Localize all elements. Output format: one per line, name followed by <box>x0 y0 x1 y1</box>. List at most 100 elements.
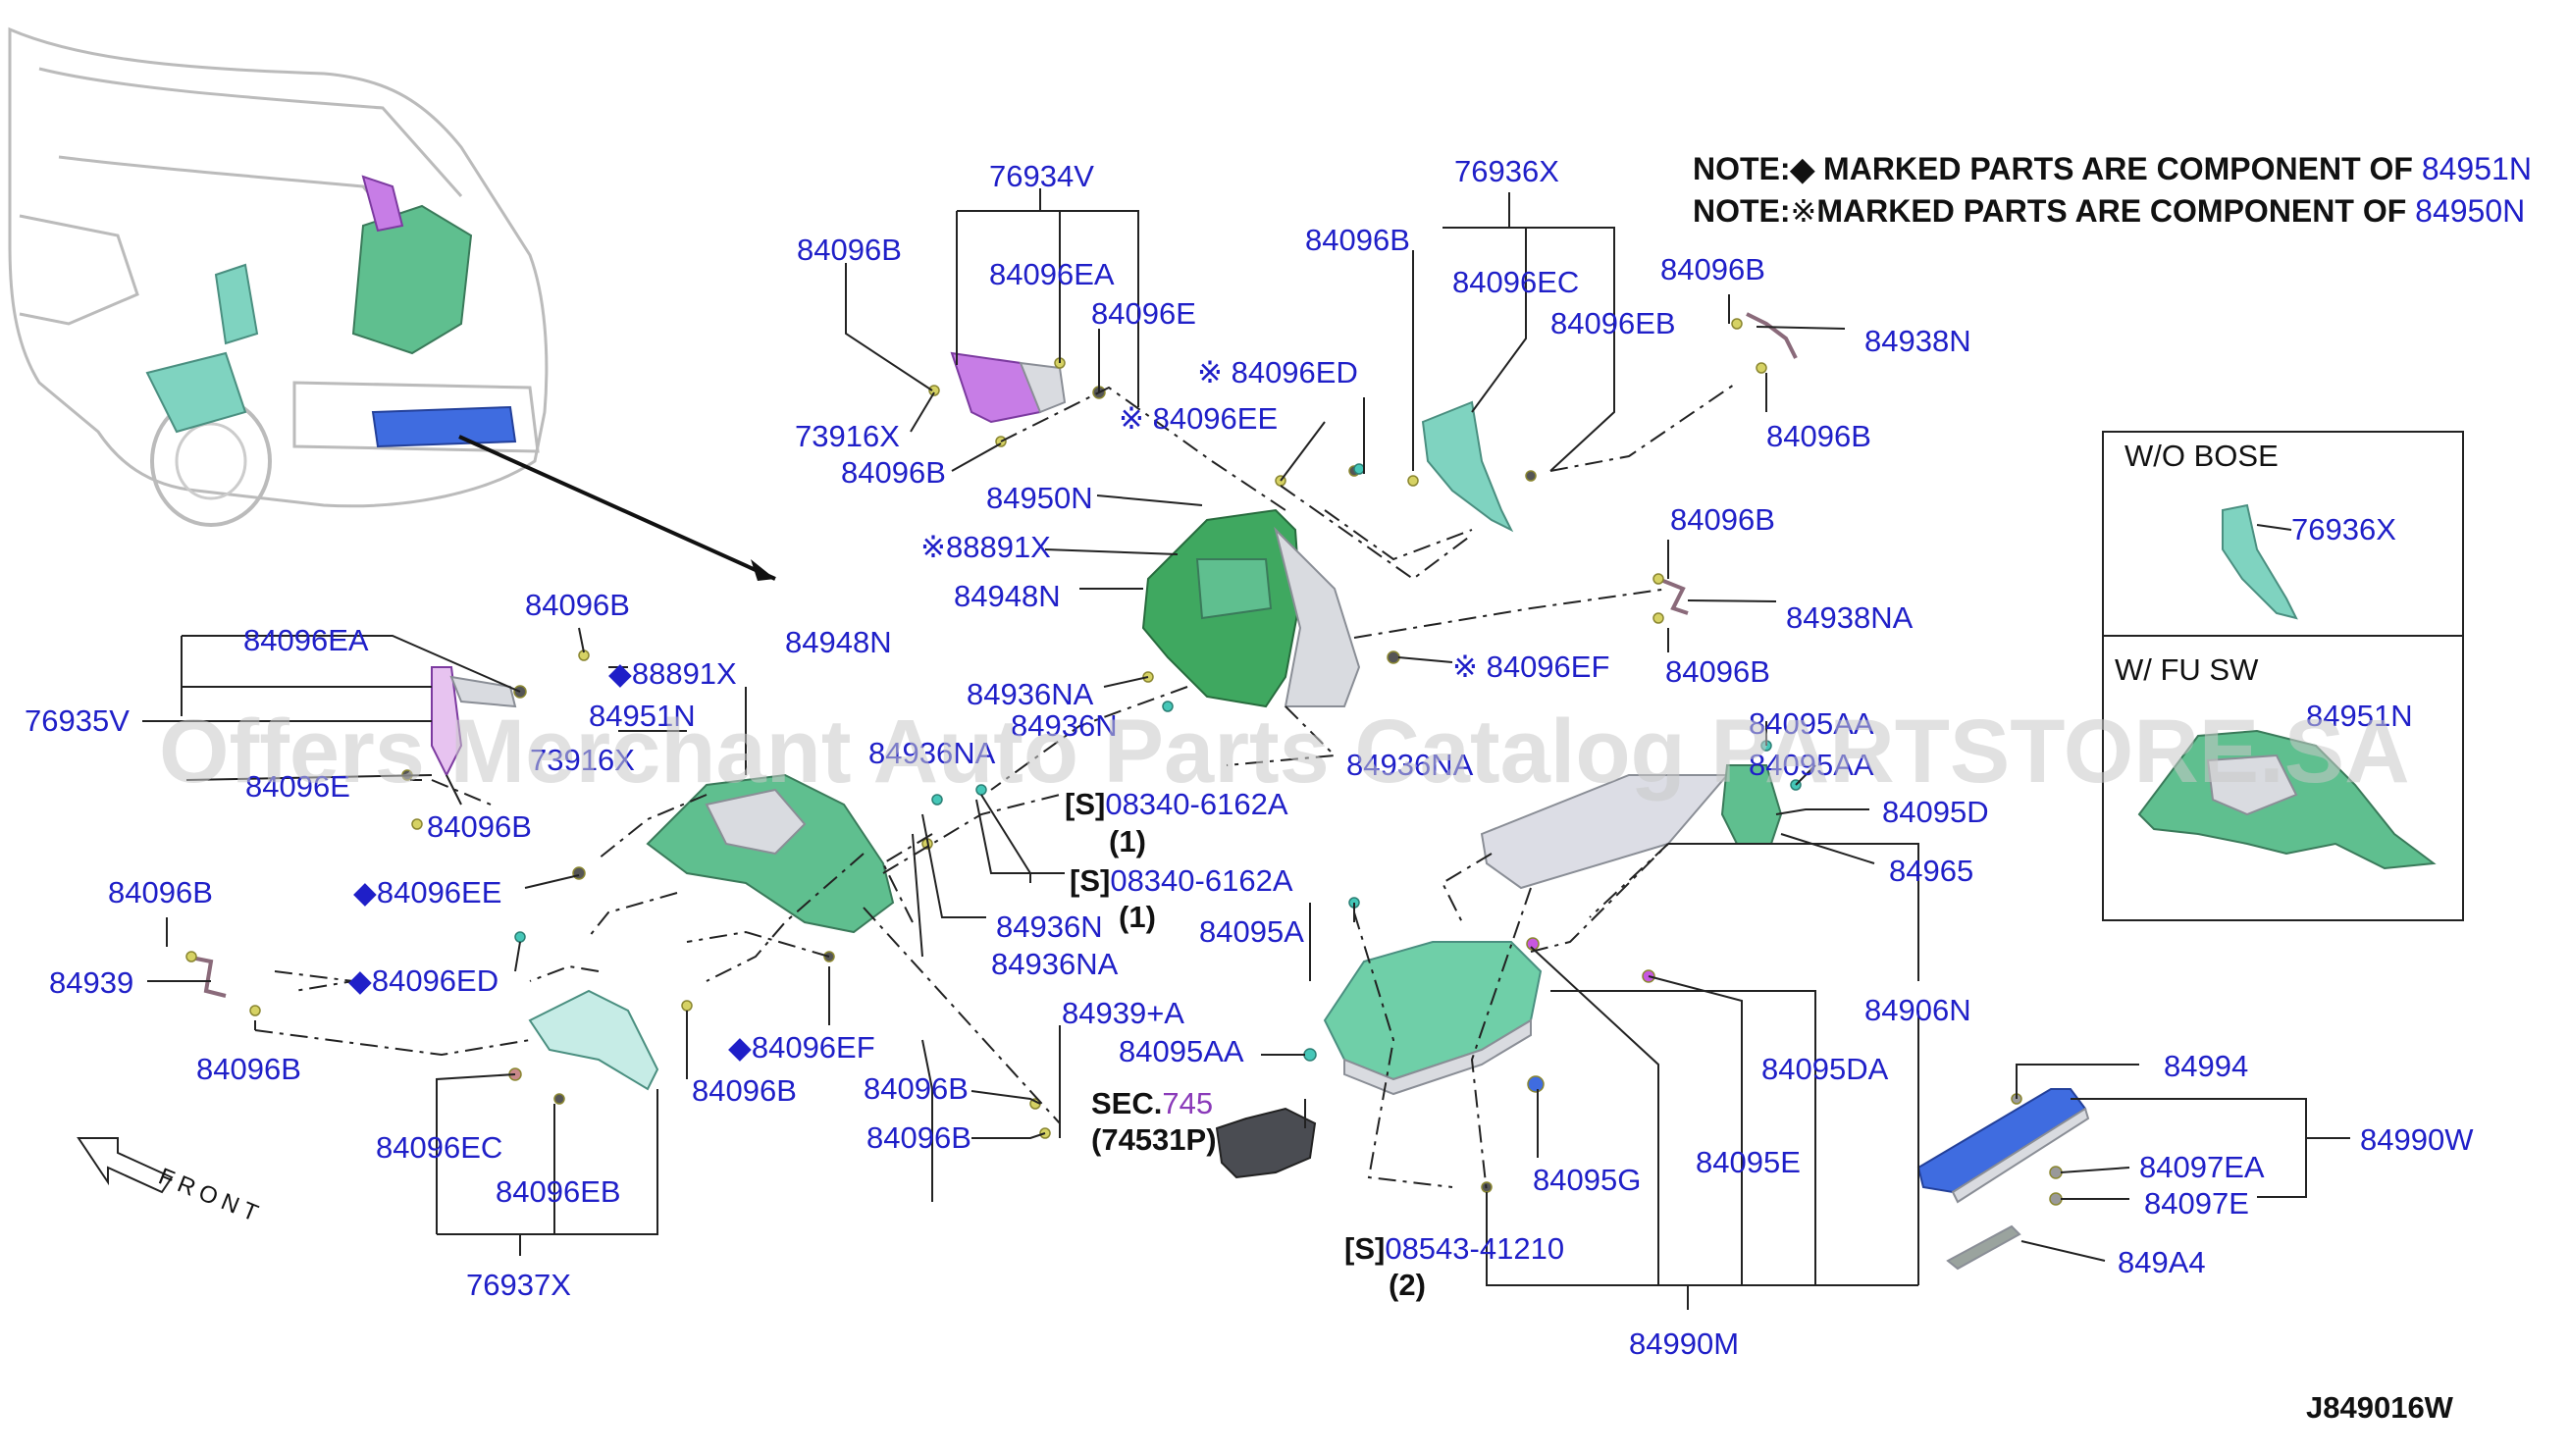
part-label[interactable]: 84095AA <box>1119 1034 1244 1068</box>
part-label[interactable]: 84095A <box>1199 914 1304 949</box>
part-label[interactable]: 84096EA <box>989 257 1115 291</box>
part-label[interactable]: 84936NA <box>991 947 1119 981</box>
part-label[interactable]: 84948N <box>785 625 892 659</box>
screw-part[interactable]: 08340-6162A <box>1110 863 1292 898</box>
part-label[interactable]: 84096B <box>427 809 532 844</box>
section-reference: SEC.745 (74531P) <box>1091 1086 1217 1157</box>
screw-qty: (1) <box>1119 900 1156 934</box>
part-label[interactable]: 84096B <box>1665 654 1770 689</box>
note-1-prefix: NOTE: <box>1693 151 1791 186</box>
inset-wo-bose-part: 76936X <box>2291 512 2396 546</box>
part-label[interactable]: 76936X <box>1454 154 1559 188</box>
part-label[interactable]: 84096E <box>1091 296 1196 331</box>
note-1: NOTE:◆ MARKED PARTS ARE COMPONENT OF 849… <box>1693 151 2532 186</box>
part-label[interactable]: 84096B <box>108 875 213 910</box>
part-label[interactable]: 84096B <box>864 1071 969 1106</box>
screw-part[interactable]: 08543-41210 <box>1385 1231 1564 1266</box>
part-label[interactable]: 84095AA <box>1749 706 1874 741</box>
part-label[interactable]: 84096B <box>866 1120 971 1155</box>
part-label[interactable]: 84906N <box>1864 993 1971 1027</box>
screw-qty: (2) <box>1389 1268 1426 1302</box>
leader-lines <box>142 188 2350 1310</box>
part-label[interactable]: 84939 <box>49 965 133 1000</box>
part-label[interactable]: 84096B <box>1660 252 1765 286</box>
part-labels: 76934V 84096B 84096EA 84096E 73916X 8409… <box>25 154 2474 1361</box>
part-76937X-trim <box>528 989 659 1091</box>
part-label[interactable]: 84096B <box>196 1052 301 1086</box>
screw-tag: [S] <box>1344 1231 1385 1266</box>
part-label[interactable]: 84097E <box>2144 1186 2249 1221</box>
part-label[interactable]: 84938NA <box>1786 600 1914 635</box>
part-label[interactable]: 84936N <box>1011 708 1118 743</box>
part-label[interactable]: 849A4 <box>2118 1245 2206 1279</box>
note-2-prefix: NOTE: <box>1693 193 1791 229</box>
part-label[interactable]: 84096EB <box>496 1174 621 1209</box>
part-label[interactable]: 84936NA <box>868 736 996 770</box>
part-label[interactable]: 76935V <box>25 703 130 738</box>
part-label[interactable]: 73916X <box>530 743 635 777</box>
screw-ref-3[interactable]: [S]08543-41210 <box>1344 1231 1564 1266</box>
screw-ref-2[interactable]: [S]08340-6162A <box>1070 863 1293 898</box>
part-84939-bracket <box>185 955 227 998</box>
part-label[interactable]: 73916X <box>795 419 900 453</box>
part-84990W-sill-plate <box>1916 1088 2090 1204</box>
part-label[interactable]: 84990W <box>2360 1122 2474 1157</box>
part-label[interactable]: ※ 84096ED <box>1197 355 1358 390</box>
part-label[interactable]: 84096B <box>841 455 946 490</box>
part-label[interactable]: 84939+A <box>1062 996 1184 1030</box>
part-label[interactable]: 84096EC <box>376 1130 502 1165</box>
part-label[interactable]: ※ 84096EE <box>1119 401 1278 436</box>
part-label[interactable]: 84096B <box>1670 502 1775 537</box>
part-label[interactable]: ◆84096EF <box>728 1030 875 1065</box>
part-label[interactable]: 84095E <box>1696 1145 1801 1179</box>
part-label[interactable]: 84095DA <box>1761 1052 1889 1086</box>
part-label[interactable]: 84965 <box>1889 854 1973 888</box>
part-74531P-cover <box>1215 1107 1317 1179</box>
part-label[interactable]: 84096EA <box>243 623 369 657</box>
note-2-part[interactable]: 84950N <box>2415 193 2525 229</box>
part-label[interactable]: 84990M <box>1629 1326 1739 1361</box>
sec-ref[interactable]: SEC.745 <box>1091 1086 1213 1120</box>
part-label[interactable]: ◆84096EE <box>353 875 501 910</box>
diagram-code: J849016W <box>2306 1390 2454 1425</box>
part-label[interactable]: 84097EA <box>2139 1150 2265 1184</box>
part-849A4-strip <box>1946 1224 2021 1271</box>
part-label[interactable]: 84936NA <box>1346 748 1474 782</box>
part-label[interactable]: 84095D <box>1882 795 1989 829</box>
screw-ref-1[interactable]: [S]08340-6162A <box>1065 787 1288 821</box>
part-label[interactable]: 84096E <box>245 769 350 804</box>
part-label[interactable]: 84951N <box>589 699 696 733</box>
screw-part[interactable]: 08340-6162A <box>1105 787 1287 821</box>
vehicle-overview-illustration <box>8 26 549 527</box>
part-label[interactable]: 84994 <box>2164 1049 2248 1083</box>
part-label[interactable]: 84936N <box>996 910 1103 944</box>
part-label[interactable]: 84096B <box>1305 223 1410 257</box>
part-label[interactable]: 84096B <box>797 233 902 267</box>
sec-number[interactable]: 745 <box>1162 1086 1213 1120</box>
part-label[interactable]: 84948N <box>954 579 1061 613</box>
sec-prefix: SEC. <box>1091 1086 1162 1120</box>
part-label[interactable]: 84096EC <box>1452 265 1579 299</box>
part-label[interactable]: 84095AA <box>1749 748 1874 782</box>
assembly-lines <box>254 382 1738 1193</box>
part-label[interactable]: 76934V <box>989 159 1094 193</box>
part-label[interactable]: ◆88891X <box>608 656 737 691</box>
part-label[interactable]: 84096B <box>692 1073 797 1108</box>
inset-panels: W/O BOSE 76936X W/ FU SW 84951N <box>2102 431 2464 921</box>
screw-tag: [S] <box>1065 787 1105 821</box>
note-2-symbol: ※ <box>1791 193 1817 229</box>
part-label[interactable]: 84936NA <box>967 677 1094 711</box>
part-label[interactable]: ※88891X <box>920 530 1051 564</box>
part-label[interactable]: 84096B <box>1766 419 1871 453</box>
part-label[interactable]: 84096B <box>525 588 630 622</box>
part-label[interactable]: ◆84096ED <box>348 963 498 998</box>
part-label[interactable]: 84950N <box>986 481 1093 515</box>
part-label[interactable]: 84938N <box>1864 324 1971 358</box>
part-label[interactable]: ※ 84096EF <box>1452 650 1609 684</box>
note-1-text: MARKED PARTS ARE COMPONENT OF <box>1814 151 2422 186</box>
part-label[interactable]: 84095G <box>1533 1163 1641 1197</box>
watermark: Offers Merchant Auto Parts Catalog PARTS… <box>159 702 2410 802</box>
part-label[interactable]: 84096EB <box>1550 306 1676 340</box>
note-1-part[interactable]: 84951N <box>2422 151 2532 186</box>
part-label[interactable]: 76937X <box>466 1268 571 1302</box>
